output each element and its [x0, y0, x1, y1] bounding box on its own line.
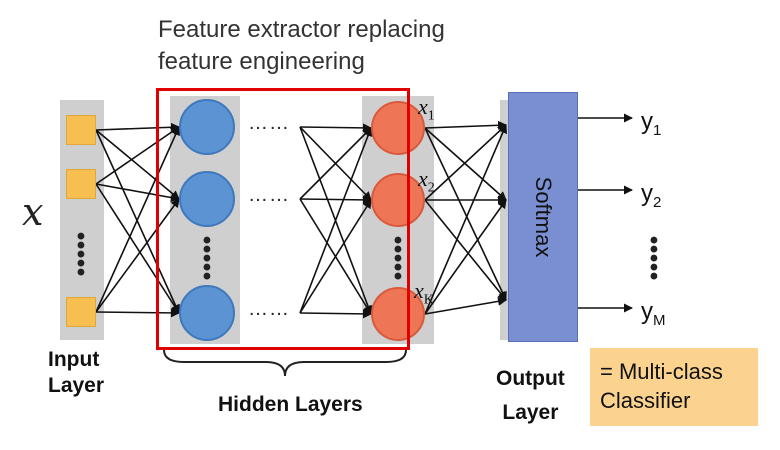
- hidden-node-1: [179, 99, 235, 155]
- connection-edge-4: [95, 126, 180, 185]
- connection-edge-13: [299, 127, 372, 200]
- connection-edge-24: [424, 199, 507, 301]
- connection-edge-22: [424, 124, 507, 201]
- hidden-vertical-dots: •••••: [202, 227, 212, 290]
- output-layer-label: Output Layer: [496, 367, 565, 424]
- connection-edge-7: [95, 126, 180, 313]
- connection-edge-27: [424, 296, 507, 315]
- connection-edge-14: [299, 195, 372, 205]
- connection-edge-2: [95, 129, 180, 200]
- hidden-layers-brace: [163, 349, 407, 377]
- feature-extractor-caption: Feature extractor replacing feature engi…: [158, 14, 445, 78]
- feature-label-1: x1: [418, 94, 435, 124]
- classifier-line-2: Classifier: [600, 388, 691, 413]
- feature-node-3: [371, 287, 425, 341]
- feature-label-k: xK: [414, 278, 434, 308]
- input-node-1: [66, 115, 96, 145]
- input-vertical-dots: •••••: [76, 223, 86, 286]
- connection-edge-9: [95, 308, 180, 318]
- layer-ellipsis-1: ……: [248, 112, 290, 134]
- classifier-box: = Multi-class Classifier: [590, 348, 758, 426]
- hidden-node-3: [179, 285, 235, 341]
- input-symbol: x: [22, 190, 44, 234]
- input-node-3: [66, 297, 96, 327]
- input-node-2: [66, 169, 96, 199]
- layer-ellipsis-2: ……: [248, 184, 290, 206]
- output-label-1: y1: [641, 108, 662, 139]
- connection-edge-10: [299, 123, 372, 133]
- connection-edge-21: [424, 127, 507, 301]
- feature-node-2: [371, 173, 425, 227]
- softmax-label: Softmax: [531, 176, 556, 258]
- classifier-line-1: = Multi-class: [600, 359, 723, 384]
- feature-node-1: [371, 101, 425, 155]
- connection-edge-25: [424, 124, 507, 315]
- connection-edge-18: [299, 309, 372, 319]
- connection-edge-5: [95, 183, 180, 203]
- caption-line-2: feature engineering: [158, 48, 365, 75]
- connection-edge-8: [95, 198, 180, 313]
- connection-edge-3: [95, 129, 180, 314]
- connection-edge-16: [299, 127, 373, 314]
- connection-edge-17: [299, 199, 372, 314]
- connection-edge-1: [95, 122, 180, 132]
- connection-edge-20: [424, 127, 507, 201]
- hidden-layers-label: Hidden Layers: [218, 393, 363, 416]
- layer-ellipsis-3: ……: [248, 298, 290, 320]
- feature-vertical-dots: •••••: [393, 227, 403, 290]
- output-label-m: yM: [641, 298, 666, 329]
- feature-label-2: x2: [418, 166, 435, 196]
- connection-edge-6: [95, 183, 180, 314]
- hidden-node-2: [179, 171, 235, 227]
- softmax-box: [508, 92, 578, 342]
- output-label-2: y2: [641, 180, 662, 211]
- connection-edge-26: [424, 199, 507, 315]
- output-vertical-dots: •••••: [649, 227, 659, 290]
- connection-edge-19: [424, 120, 507, 130]
- caption-line-1: Feature extractor replacing: [158, 16, 445, 43]
- input-layer-label: Input Layer: [48, 348, 105, 397]
- feature-extractor-box: [156, 88, 410, 350]
